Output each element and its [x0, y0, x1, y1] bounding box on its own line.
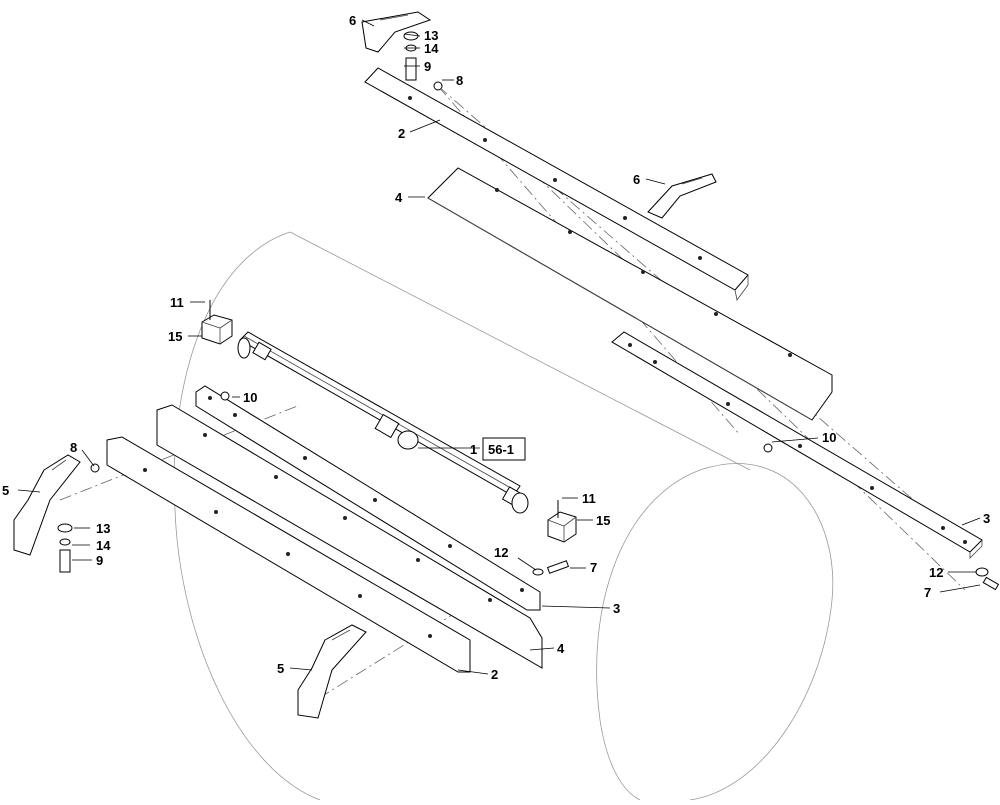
- label-2-top: 2: [398, 126, 405, 141]
- clamp-block-right: [547, 500, 577, 543]
- label-12-right: 12: [929, 565, 943, 580]
- label-5-left: 5: [2, 483, 9, 498]
- label-3-lower: 3: [613, 601, 620, 616]
- bracket-5-left: [13, 454, 81, 556]
- label-13-top: 13: [424, 28, 438, 43]
- bracket-6-top: [361, 11, 432, 53]
- leader-lines: [17, 19, 981, 675]
- drum-outline: [173, 231, 834, 801]
- reference-box: [482, 437, 526, 461]
- strip-left: [195, 385, 541, 611]
- label-10-left: 10: [243, 390, 257, 405]
- bracket-6-right: [647, 173, 717, 219]
- clamp-block-left: [201, 300, 233, 345]
- label-6-top: 6: [349, 13, 356, 28]
- label-12-center: 12: [494, 545, 508, 560]
- label-2-lower: 2: [491, 667, 498, 682]
- label-11-right: 11: [582, 491, 596, 506]
- label-15-right: 15: [596, 513, 610, 528]
- label-9-top: 9: [424, 59, 431, 74]
- label-4-lower: 4: [557, 641, 565, 656]
- label-ref-56-1: 56-1: [488, 442, 514, 457]
- label-1: 1: [470, 442, 477, 457]
- blade-left: [156, 404, 543, 669]
- label-7-right: 7: [924, 585, 931, 600]
- label-8-left: 8: [70, 440, 77, 455]
- label-15-left: 15: [168, 329, 182, 344]
- tube-assembly: [237, 331, 529, 514]
- bracket-5-lower: [297, 624, 367, 719]
- label-7-center: 7: [590, 560, 597, 575]
- label-4-top: 4: [395, 190, 403, 205]
- label-9-left: 9: [96, 553, 103, 568]
- callout-labels: 6 13 14 9 8 2 4 6 11 15 10 1 56-1 8 5 13…: [2, 13, 990, 682]
- label-5-lower: 5: [277, 661, 284, 676]
- label-14-top: 14: [424, 41, 439, 56]
- blade-top: [427, 167, 833, 421]
- label-13-left: 13: [96, 521, 110, 536]
- label-6-right: 6: [633, 172, 640, 187]
- label-14-left: 14: [96, 538, 111, 553]
- scraper-bar-top: [364, 67, 749, 301]
- label-8-top: 8: [456, 73, 463, 88]
- label-11-left: 11: [170, 295, 184, 310]
- strip-right: [611, 331, 983, 559]
- label-10-right: 10: [822, 430, 836, 445]
- label-3-right: 3: [983, 511, 990, 526]
